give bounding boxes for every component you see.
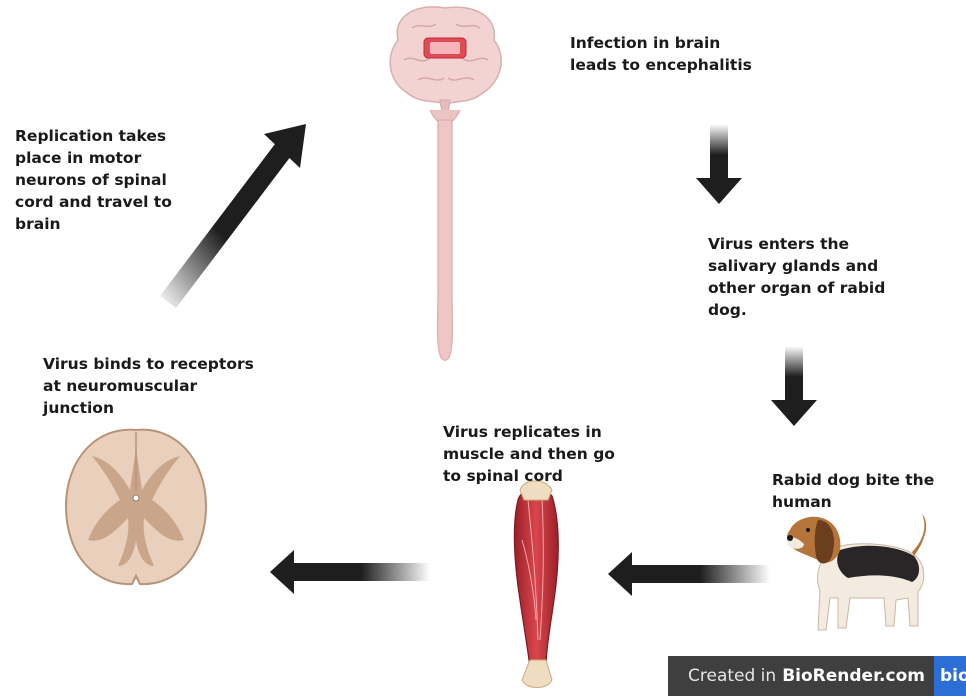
step-dog-bite: Rabid dog bite the human [772, 469, 934, 513]
step-receptor-binding: Virus binds to receptors at neuromuscula… [43, 353, 254, 419]
arrow-brain-to-salivary [696, 124, 742, 204]
spinal-cross-section-icon [66, 430, 206, 584]
brain-spinal-cord-icon [390, 7, 501, 360]
beagle-dog-icon [787, 514, 926, 630]
step-spinal-replication: Replication takes place in motor neurons… [15, 125, 172, 235]
arrow-salivary-to-dog [771, 346, 817, 426]
leg-muscle-icon [514, 481, 558, 688]
step-muscle-replication: Virus replicates in muscle and then go t… [443, 421, 615, 487]
arrow-muscle-to-junction [270, 550, 430, 594]
arrow-dog-to-muscle [608, 552, 770, 596]
arrow-spinal-cord-to-brain [160, 124, 306, 308]
step-infection-brain: Infection in brain leads to encephalitis [570, 32, 752, 76]
biorender-credit: Created in BioRender.com bio [668, 656, 966, 696]
credit-text: Created in BioRender.com [688, 656, 925, 696]
credit-prefix: Created in [688, 666, 776, 686]
step-salivary-glands: Virus enters the salivary glands and oth… [708, 233, 885, 321]
biorender-logo-icon: bio [934, 656, 966, 696]
credit-brand: BioRender.com [782, 666, 925, 686]
